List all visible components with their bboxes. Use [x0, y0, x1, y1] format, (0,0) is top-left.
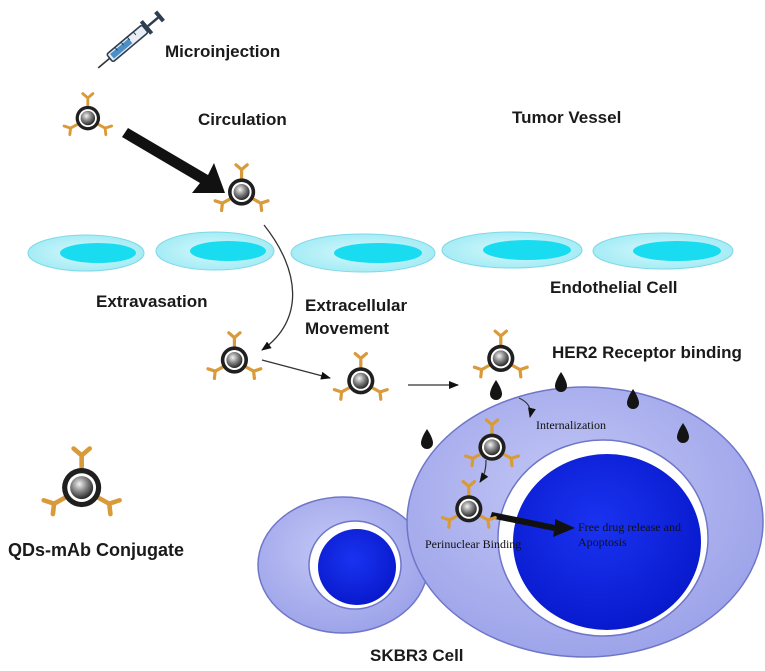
internalization-arrow: [518, 397, 536, 418]
circulation-arrow: [122, 128, 225, 193]
internalization-label: Internalization: [536, 418, 606, 432]
qd-conjugate-icon: [472, 329, 529, 379]
release-arrow: [490, 512, 575, 537]
movement-arrow-1: [261, 359, 331, 380]
her2-receptor-icon: [490, 380, 502, 400]
endothelial-cell-4: [441, 231, 583, 269]
qd-conjugate-icon: [213, 163, 270, 213]
her2-receptor-icon: [555, 372, 567, 392]
syringe-icon: [97, 10, 165, 69]
endothelial-cell-3: [290, 233, 436, 273]
endothelial-cell-label: Endothelial Cell: [550, 278, 678, 297]
her2-binding-label: HER2 Receptor binding: [552, 343, 742, 362]
extracellular-label-line1: Extracellular: [305, 296, 408, 315]
extracellular-label-line2: Movement: [305, 319, 390, 338]
endothelial-cell-5: [592, 232, 734, 270]
perinuclear-binding-label: Perinuclear Binding: [425, 537, 522, 551]
microinjection-label: Microinjection: [165, 42, 281, 61]
circulation-label: Circulation: [198, 110, 287, 129]
tumor-vessel-label: Tumor Vessel: [512, 108, 622, 127]
endothelial-cell-1: [27, 234, 145, 272]
skbr3-cell-small: [257, 496, 429, 634]
qd-conjugate-icon: [44, 449, 120, 515]
internal-arrow: [479, 459, 489, 483]
qd-conjugate-icon: [206, 331, 263, 380]
extravasation-arrow: [261, 224, 294, 351]
free-drug-label-line1: Free drug release and: [578, 520, 681, 534]
endothelial-cell-2: [155, 231, 275, 271]
qd-conjugate-icon: [332, 352, 389, 401]
extravasation-label: Extravasation: [96, 292, 208, 311]
free-drug-label-line2: Apoptosis: [578, 535, 627, 549]
skbr3-cell-label: SKBR3 Cell: [370, 646, 464, 665]
her2-receptor-icon: [421, 429, 433, 449]
conjugate-label: QDs-mAb Conjugate: [8, 540, 185, 560]
qd-conjugate-icon: [62, 92, 114, 137]
